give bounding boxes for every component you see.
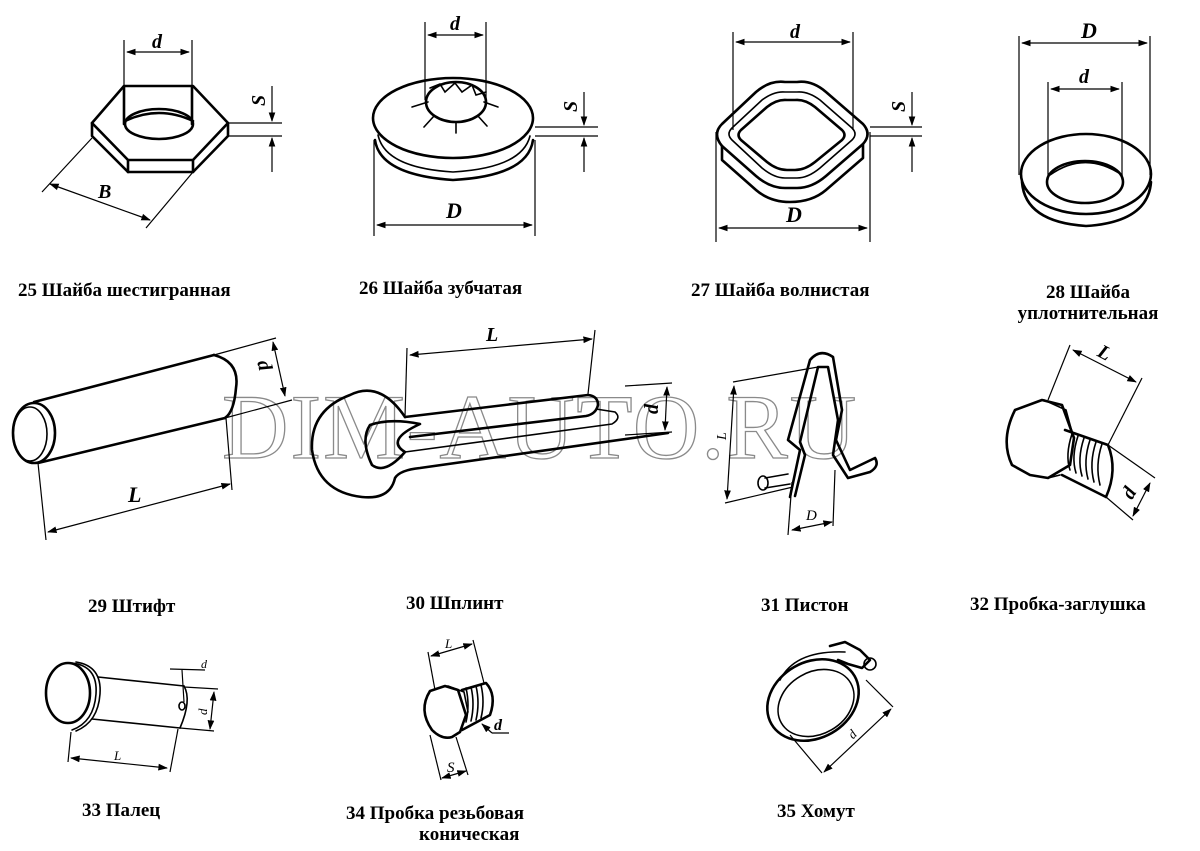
dim-label-big-d: D [805,508,817,524]
dim-label-big-d: D [445,198,462,223]
dim-label-d: d [641,403,663,414]
dim-label-d: d [494,717,503,734]
dim-label-d: d [152,31,163,53]
part-34-threaded-plug-drawing: L d S [423,636,509,781]
dim-label-d: d [845,726,861,742]
dim-label-big-d: D [785,202,802,227]
caption-part-34: 34 Пробка резьбовая коническая [346,803,586,845]
part-30-cotter-pin-drawing: L d [310,324,673,499]
dim-label-b: B [97,181,111,203]
part-26-toothed-washer-drawing: d S D [371,13,598,236]
part-32-plug-drawing: L d [1005,340,1156,521]
caption-part-27: 27 Шайба волнистая [691,280,870,301]
caption-part-28-line2: уплотнительная [1017,303,1159,324]
caption-part-25: 25 Шайба шестигранная [18,280,231,301]
caption-part-28: 28 Шайба уплотнительная [983,282,1193,324]
part-25-hex-washer-drawing: d S B [41,31,282,229]
caption-part-34-line1: 34 Пробка резьбовая [346,803,525,824]
dim-label-d: d [790,21,801,43]
caption-part-30: 30 Шплинт [406,593,504,614]
caption-part-35: 35 Хомут [777,801,855,822]
dim-label-pin-d: d [201,657,208,671]
dim-label-big-d: D [1080,18,1097,43]
caption-part-29: 29 Штифт [88,596,176,617]
caption-part-28-line1: 28 Шайба [1045,282,1131,303]
dim-label-l: L [715,432,730,441]
dim-label-s: S [888,101,910,112]
dim-label-d: d [195,708,210,715]
dim-label-s: S [248,95,270,106]
caption-part-32: 32 Пробка-заглушка [970,594,1146,615]
watermark-text: DIM-AUTO.RU [222,376,858,478]
caption-part-33: 33 Палец [82,800,161,821]
dim-label-d: d [1079,66,1090,88]
part-35-hose-clamp-drawing: d [765,640,894,774]
dim-label-d: d [252,358,276,374]
dim-label-s: S [560,101,582,112]
dim-label-l: L [127,482,141,507]
dim-label-l: L [485,324,498,346]
caption-part-34-line2: коническая [419,824,520,845]
part-29-pin-drawing: d L [11,337,293,541]
part-33-finger-pin-drawing: d d L [44,657,219,773]
caption-part-26: 26 Шайба зубчатая [359,278,523,299]
dim-label-l: L [444,636,452,651]
dim-label-d: d [450,13,461,35]
dim-label-s: S [447,760,455,776]
dim-label-d: d [1117,482,1142,503]
dim-label-l: L [113,748,121,763]
part-31-piston-clip-drawing: L D [715,351,878,536]
caption-part-31: 31 Пистон [761,595,849,616]
part-27-wave-washer-drawing: d S D [715,21,922,242]
part-28-sealing-washer-drawing: D d [1018,18,1153,228]
